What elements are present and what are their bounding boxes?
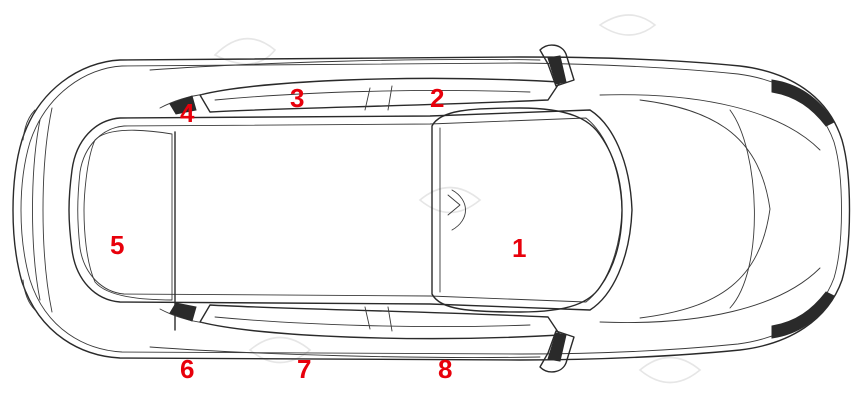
body-outline-inner	[20, 62, 842, 355]
label-7: 7	[297, 354, 311, 384]
label-2: 2	[430, 83, 444, 113]
mirror-bottom	[539, 330, 575, 373]
headlight-top	[771, 79, 835, 127]
label-1: 1	[512, 233, 526, 263]
label-5: 5	[110, 230, 124, 260]
windshield	[431, 107, 623, 313]
label-3: 3	[290, 83, 304, 113]
side-windows-top	[199, 77, 561, 113]
mirror-top	[539, 44, 575, 87]
label-6: 6	[180, 354, 194, 384]
roof-frame	[68, 109, 633, 311]
headlight-bottom	[771, 291, 835, 339]
body-outline	[12, 56, 851, 361]
side-windows-bottom	[199, 304, 561, 340]
label-4: 4	[180, 98, 195, 128]
watermark	[213, 14, 702, 384]
label-8: 8	[438, 354, 452, 384]
rear-window	[83, 129, 173, 301]
